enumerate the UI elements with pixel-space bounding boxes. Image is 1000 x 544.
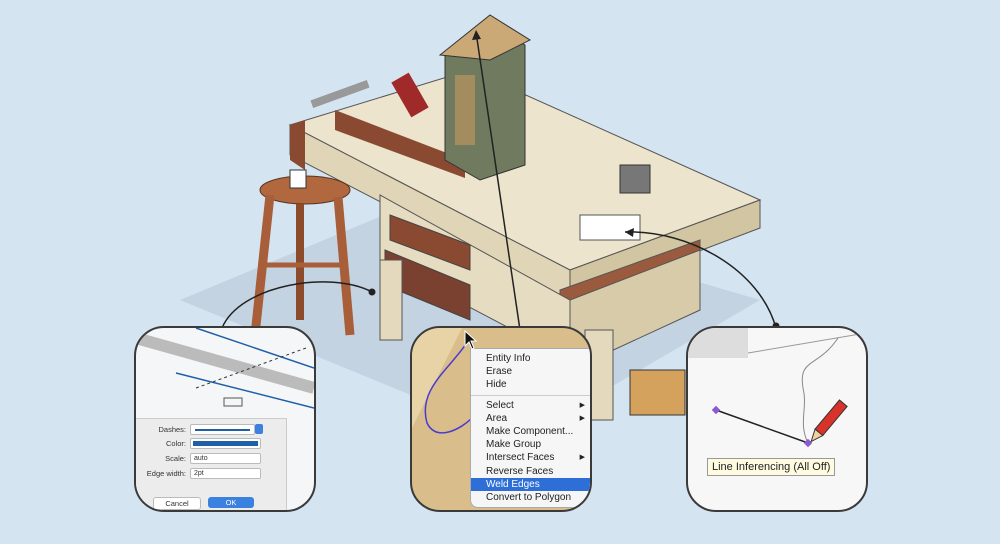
menu-item-label: Intersect Faces [486,452,555,464]
menu-item-make-group[interactable]: Make Group [486,439,542,451]
menu-item-make-component[interactable]: Make Component... [486,425,574,437]
context-menu: Entity Info Erase Hide Select ▶ Area ▶ Mak… [470,348,590,509]
edge-width-select[interactable]: 2pt [190,467,261,479]
submenu-arrow-icon: ▶ [579,454,585,462]
menu-item-entity-info[interactable]: Entity Info [486,353,531,364]
context-menu-callout: Entity Info Erase Hide Select ▶ Area ▶ Mak… [410,326,592,512]
menu-separator [471,394,590,396]
menu-item-hide[interactable]: Hide [486,379,507,391]
inferencing-callout: Line Inferencing (All Off) [686,326,868,512]
menu-item-erase[interactable]: Erase [486,366,513,378]
cancel-button[interactable]: Cancel [153,497,201,510]
menu-item-area[interactable]: Area ▶ [471,412,590,425]
scale-label: Scale: [165,453,186,463]
scale-select[interactable]: auto [190,452,261,464]
stepper-icon[interactable] [255,424,263,434]
line-style-dialog: Dashes: Color: Scale: auto Edge width: 2pt… [136,418,287,510]
inference-drawing [688,328,866,448]
dashes-select[interactable] [190,423,255,435]
submenu-arrow-icon: ▶ [579,414,585,422]
ok-button[interactable]: OK [208,497,254,508]
mouse-cursor-icon [464,330,478,350]
color-label: Color: [165,438,186,448]
menu-item-weld-edges[interactable]: Weld Edges [471,477,590,491]
color-swatch[interactable] [190,437,261,449]
menu-item-convert-to-polygon[interactable]: Convert to Polygon [486,491,572,503]
edge-width-label: Edge width: [146,468,186,478]
line-style-callout: Dashes: Color: Scale: auto Edge width: 2pt… [134,326,316,512]
pencil-icon [810,399,848,443]
dashes-label: Dashes: [158,424,186,434]
menu-item-label: Area [486,412,508,424]
submenu-arrow-icon: ▶ [579,401,585,409]
welded-curve [412,328,473,434]
menu-item-intersect-faces[interactable]: Intersect Faces ▶ [471,451,590,464]
menu-item-reverse-faces[interactable]: Reverse Faces [486,465,554,477]
menu-item-label: Select [486,399,514,411]
dashed-edge-preview [136,328,314,409]
menu-item-select[interactable]: Select ▶ [471,399,590,412]
inference-tooltip: Line Inferencing (All Off) [707,458,836,476]
